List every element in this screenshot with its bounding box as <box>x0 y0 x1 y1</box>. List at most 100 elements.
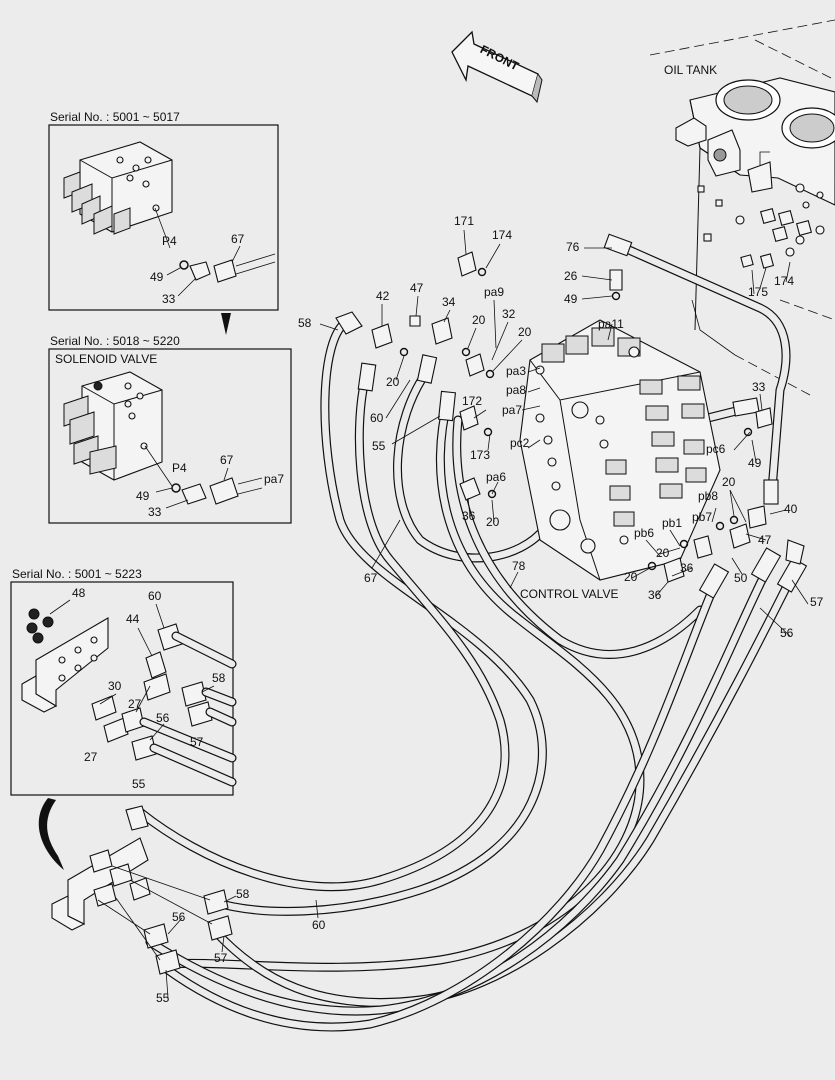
callout-pa9: pa9 <box>484 285 504 299</box>
inset-c-callout-48: 48 <box>72 586 86 600</box>
inset-c-callout-58: 58 <box>212 671 226 685</box>
callout-l-60: 60 <box>312 918 326 932</box>
callout-pb7: pb7 <box>692 510 712 524</box>
leader-lines <box>165 229 809 999</box>
callout-33: 33 <box>752 380 766 394</box>
inset-b-title: Serial No. : 5018 ~ 5220 <box>50 334 180 348</box>
callout-l-56: 56 <box>172 910 186 924</box>
callout-174: 174 <box>492 228 512 242</box>
inset-c-callout-30: 30 <box>108 679 122 693</box>
inset-b-callout-p4: P4 <box>172 461 187 475</box>
inset-b-callout-pa7: pa7 <box>264 472 284 486</box>
callout-42: 42 <box>376 289 390 303</box>
callout-pb1: pb1 <box>662 516 682 530</box>
inset-b-elbow <box>181 483 207 505</box>
inset-c-callout-27b: 27 <box>84 750 98 764</box>
callout-50: 50 <box>734 571 748 585</box>
callout-20a: 20 <box>472 313 486 327</box>
main-callouts: 171 174 pa9 76 26 49 pa11 42 47 34 58 20… <box>156 214 824 1005</box>
callout-175: 175 <box>748 285 768 299</box>
callout-20c: 20 <box>386 375 400 389</box>
callout-pc2: pc2 <box>510 436 530 450</box>
inset-c-fittings <box>91 623 213 761</box>
inset-a-callout-67: 67 <box>231 232 245 246</box>
callout-78: 78 <box>512 559 526 573</box>
callout-pb6: pb6 <box>634 526 654 540</box>
inset-c-callout-57: 57 <box>190 735 204 749</box>
front-arrow: FRONT <box>451 30 543 104</box>
inset-b-solenoid-valve <box>63 371 173 487</box>
inset-b-callout-49: 49 <box>136 489 150 503</box>
callout-pa11: pa11 <box>598 317 624 331</box>
callout-171: 171 <box>454 214 474 228</box>
inset-a-pointer <box>221 313 231 335</box>
callout-pa6: pa6 <box>486 470 506 484</box>
callout-l-57: 57 <box>214 951 228 965</box>
callout-20d: 20 <box>486 515 500 529</box>
callout-l-55: 55 <box>156 991 170 1005</box>
inset-a-callout-49: 49 <box>150 270 164 284</box>
callout-57a: 57 <box>810 595 824 609</box>
callout-26: 26 <box>564 269 578 283</box>
inset-c-pointer <box>38 798 64 870</box>
main-hoses <box>135 241 801 1032</box>
callout-pa3: pa3 <box>506 364 526 378</box>
small-fittings <box>371 251 773 583</box>
valve-ports <box>535 346 640 554</box>
inset-c-callout-60: 60 <box>148 589 162 603</box>
callout-47a: 47 <box>410 281 424 295</box>
inset-b-subtitle: SOLENOID VALVE <box>55 352 157 366</box>
inset-c-title: Serial No. : 5001 ~ 5223 <box>12 567 142 581</box>
callout-58: 58 <box>298 316 312 330</box>
inset-b-callout-67: 67 <box>220 453 234 467</box>
inset-c-bracket <box>21 617 109 713</box>
control-valve-label: CONTROL VALVE <box>520 587 618 601</box>
callout-l-58: 58 <box>236 887 250 901</box>
lower-bracket-assembly <box>51 805 233 975</box>
callout-76: 76 <box>566 240 580 254</box>
inset-c-callout-27a: 27 <box>128 697 142 711</box>
inset-serial-a: Serial No. : 5001 ~ 5017 P4 67 49 33 <box>48 110 279 311</box>
inset-c-callout-55: 55 <box>132 777 146 791</box>
inset-serial-c: Serial No. : 5001 ~ 5223 <box>10 567 237 796</box>
callout-pc6: pc6 <box>706 442 726 456</box>
callout-60: 60 <box>370 411 384 425</box>
inset-c-callout-56: 56 <box>156 711 170 725</box>
callout-pa8: pa8 <box>506 383 526 397</box>
callout-pa7: pa7 <box>502 403 522 417</box>
callout-34: 34 <box>442 295 456 309</box>
tank-ports <box>697 183 825 269</box>
inset-a-valve-block <box>63 141 173 249</box>
inset-a-elbow <box>189 261 211 281</box>
inset-c-hoses <box>139 631 237 787</box>
callout-49a: 49 <box>564 292 578 306</box>
callout-174b: 174 <box>774 274 794 288</box>
callout-173: 173 <box>470 448 490 462</box>
callout-32: 32 <box>502 307 516 321</box>
oil-tank-label: OIL TANK <box>664 63 717 77</box>
inset-c-nuts <box>26 608 54 644</box>
inset-serial-b: Serial No. : 5018 ~ 5220 SOLENOID VALVE … <box>48 334 292 524</box>
inset-a-o-ring <box>179 260 189 270</box>
callout-36a: 36 <box>462 509 476 523</box>
callout-20g: 20 <box>624 570 638 584</box>
callout-172: 172 <box>462 394 482 408</box>
control-valve <box>519 319 721 581</box>
callout-55: 55 <box>372 439 386 453</box>
callout-67: 67 <box>364 571 378 585</box>
inset-a-callout-p4: P4 <box>162 234 177 248</box>
hose-fittings <box>335 233 808 599</box>
callout-40: 40 <box>784 502 798 516</box>
valve-spools <box>541 327 707 527</box>
oil-tank: OIL TANK <box>649 19 835 396</box>
inset-a-title: Serial No. : 5001 ~ 5017 <box>50 110 180 124</box>
callout-pb8: pb8 <box>698 489 718 503</box>
inset-a-callout-33: 33 <box>162 292 176 306</box>
callout-49b: 49 <box>748 456 762 470</box>
callout-36c: 36 <box>648 588 662 602</box>
inset-c-callout-44: 44 <box>126 612 140 626</box>
callout-20e: 20 <box>722 475 736 489</box>
callout-20b: 20 <box>518 325 532 339</box>
inset-b-callout-33: 33 <box>148 505 162 519</box>
